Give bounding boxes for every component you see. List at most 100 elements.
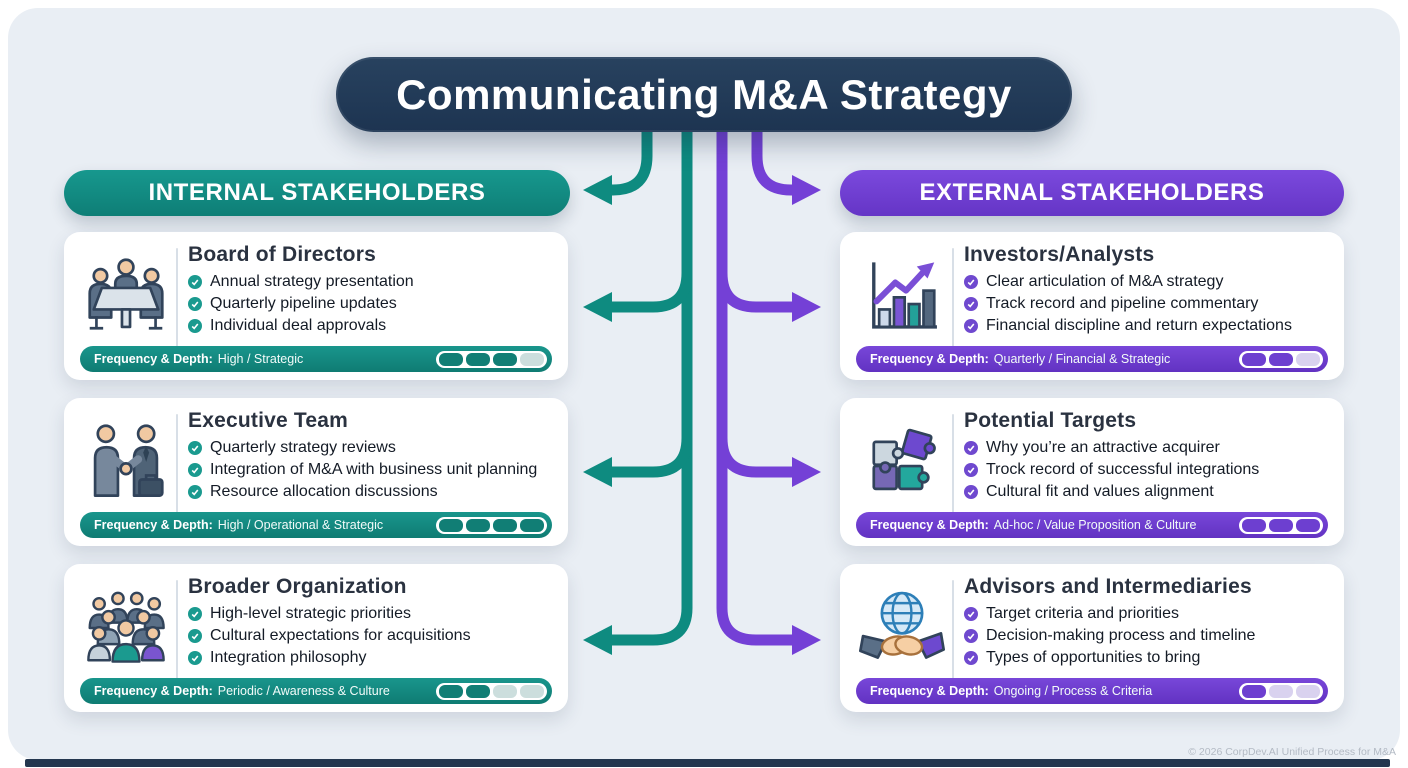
bullet-text: Integration philosophy bbox=[210, 649, 367, 666]
card-divider bbox=[952, 248, 954, 348]
card-title: Potential Targets bbox=[964, 409, 1137, 432]
bullet-list: High-level strategic priorities Cultural… bbox=[188, 605, 556, 667]
card-divider bbox=[952, 580, 954, 680]
card-title: Executive Team bbox=[188, 409, 348, 432]
bullet-list: Clear articulation of M&A strategy Track… bbox=[964, 273, 1332, 335]
bullet-list: Why you’re an attractive acquirer Trock … bbox=[964, 439, 1332, 501]
meter-segment bbox=[520, 518, 544, 532]
meter-segment bbox=[466, 518, 490, 532]
meter-segment bbox=[493, 684, 517, 698]
bullet-text: Integration of M&A with business unit pl… bbox=[210, 461, 538, 478]
check-icon bbox=[964, 275, 978, 289]
meter-segment bbox=[1296, 518, 1320, 532]
frequency-meter bbox=[1239, 516, 1323, 534]
frequency-depth-bar: Frequency & Depth: Ad-hoc / Value Propos… bbox=[856, 512, 1328, 538]
card-board-of-directors: Board of Directors Annual strategy prese… bbox=[64, 232, 568, 380]
check-icon bbox=[964, 297, 978, 311]
meter-segment bbox=[439, 518, 463, 532]
meter-segment bbox=[1296, 684, 1320, 698]
frequency-depth-bar: Frequency & Depth: Ongoing / Process & C… bbox=[856, 678, 1328, 704]
frequency-label: Frequency & Depth: bbox=[870, 518, 989, 532]
bullet-text: Types of opportunities to bring bbox=[986, 649, 1201, 666]
card-executive-team: Executive Team Quarterly strategy review… bbox=[64, 398, 568, 546]
card-divider bbox=[952, 414, 954, 514]
frequency-meter bbox=[436, 350, 547, 368]
main-title: Communicating M&A Strategy bbox=[396, 70, 1012, 118]
frequency-meter bbox=[1239, 682, 1323, 700]
external-banner-label: EXTERNAL STAKEHOLDERS bbox=[919, 179, 1265, 206]
frequency-label: Frequency & Depth: bbox=[870, 352, 989, 366]
bullet-text: Financial discipline and return expectat… bbox=[986, 317, 1292, 334]
check-icon bbox=[188, 651, 202, 665]
check-icon bbox=[188, 463, 202, 477]
frequency-depth-bar: Frequency & Depth: Quarterly / Financial… bbox=[856, 346, 1328, 372]
card-title: Board of Directors bbox=[188, 243, 376, 266]
meter-segment bbox=[1269, 684, 1293, 698]
board-meeting-icon bbox=[80, 250, 172, 342]
bullet-text: Quarterly pipeline updates bbox=[210, 295, 397, 312]
frequency-value: Periodic / Awareness & Culture bbox=[217, 684, 390, 698]
meter-segment bbox=[1269, 518, 1293, 532]
meter-segment bbox=[1296, 352, 1320, 366]
frequency-label: Frequency & Depth: bbox=[94, 684, 213, 698]
meter-segment bbox=[520, 684, 544, 698]
bullet-text: Why you’re an attractive acquirer bbox=[986, 439, 1220, 456]
card-title: Advisors and Intermediaries bbox=[964, 575, 1252, 598]
check-icon bbox=[964, 485, 978, 499]
card-potential-targets: Potential Targets Why you’re an attracti… bbox=[840, 398, 1344, 546]
frequency-value: Quarterly / Financial & Strategic bbox=[993, 352, 1171, 366]
bullet-text: Resource allocation discussions bbox=[210, 483, 438, 500]
check-icon bbox=[964, 441, 978, 455]
check-icon bbox=[188, 485, 202, 499]
puzzle-icon bbox=[856, 416, 948, 508]
check-icon bbox=[188, 275, 202, 289]
crowd-icon bbox=[80, 582, 172, 674]
check-icon bbox=[964, 319, 978, 333]
meter-segment bbox=[1242, 518, 1266, 532]
check-icon bbox=[964, 651, 978, 665]
frequency-value: Ad-hoc / Value Proposition & Culture bbox=[993, 518, 1197, 532]
growth-chart-icon bbox=[856, 250, 948, 342]
bullet-list: Annual strategy presentation Quarterly p… bbox=[188, 273, 556, 335]
frequency-value: High / Strategic bbox=[217, 352, 304, 366]
bullet-text: High-level strategic priorities bbox=[210, 605, 411, 622]
frequency-depth-bar: Frequency & Depth: Periodic / Awareness … bbox=[80, 678, 552, 704]
check-icon bbox=[188, 607, 202, 621]
card-divider bbox=[176, 248, 178, 348]
frequency-label: Frequency & Depth: bbox=[94, 352, 213, 366]
bullet-text: Track record and pipeline commentary bbox=[986, 295, 1259, 312]
frequency-depth-bar: Frequency & Depth: High / Strategic bbox=[80, 346, 552, 372]
external-stakeholders-banner: EXTERNAL STAKEHOLDERS bbox=[840, 170, 1344, 216]
bullet-text: Annual strategy presentation bbox=[210, 273, 414, 290]
globe-handshake-icon bbox=[856, 582, 948, 674]
check-icon bbox=[964, 607, 978, 621]
check-icon bbox=[964, 463, 978, 477]
bullet-text: Cultural expectations for acquisitions bbox=[210, 627, 471, 644]
frequency-value: Ongoing / Process & Criteria bbox=[993, 684, 1153, 698]
card-title: Broader Organization bbox=[188, 575, 407, 598]
check-icon bbox=[964, 629, 978, 643]
meter-segment bbox=[520, 352, 544, 366]
bullet-text: Decision-making process and timeline bbox=[986, 627, 1256, 644]
copyright-note: © 2026 CorpDev.AI Unified Process for M&… bbox=[1188, 746, 1396, 758]
check-icon bbox=[188, 441, 202, 455]
card-divider bbox=[176, 414, 178, 514]
card-advisors-intermediaries: Advisors and Intermediaries Target crite… bbox=[840, 564, 1344, 712]
frequency-label: Frequency & Depth: bbox=[870, 684, 989, 698]
meter-segment bbox=[493, 518, 517, 532]
internal-banner-label: INTERNAL STAKEHOLDERS bbox=[148, 179, 486, 206]
frequency-value: High / Operational & Strategic bbox=[217, 518, 384, 532]
check-icon bbox=[188, 297, 202, 311]
frequency-label: Frequency & Depth: bbox=[94, 518, 213, 532]
bullet-list: Target criteria and priorities Decision-… bbox=[964, 605, 1332, 667]
check-icon bbox=[188, 319, 202, 333]
card-investors-analysts: Investors/Analysts Clear articulation of… bbox=[840, 232, 1344, 380]
bullet-text: Clear articulation of M&A strategy bbox=[986, 273, 1224, 290]
frequency-meter bbox=[436, 682, 547, 700]
meter-segment bbox=[466, 684, 490, 698]
bullet-text: Trock record of successful integrations bbox=[986, 461, 1260, 478]
card-broader-organization: Broader Organization High-level strategi… bbox=[64, 564, 568, 712]
meter-segment bbox=[493, 352, 517, 366]
check-icon bbox=[188, 629, 202, 643]
